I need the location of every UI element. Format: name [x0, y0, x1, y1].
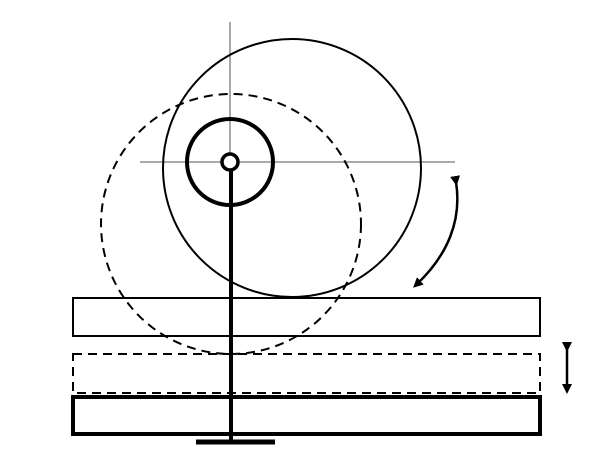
- pivot-circle: [220, 152, 240, 172]
- large-roller-circle: [162, 38, 422, 298]
- upper-plate: [72, 297, 541, 337]
- lower-plate: [71, 395, 542, 436]
- middle-plate-dashed: [72, 353, 541, 394]
- rotation-arrow-icon: [413, 175, 461, 288]
- large-roller-dashed-circle: [100, 93, 362, 355]
